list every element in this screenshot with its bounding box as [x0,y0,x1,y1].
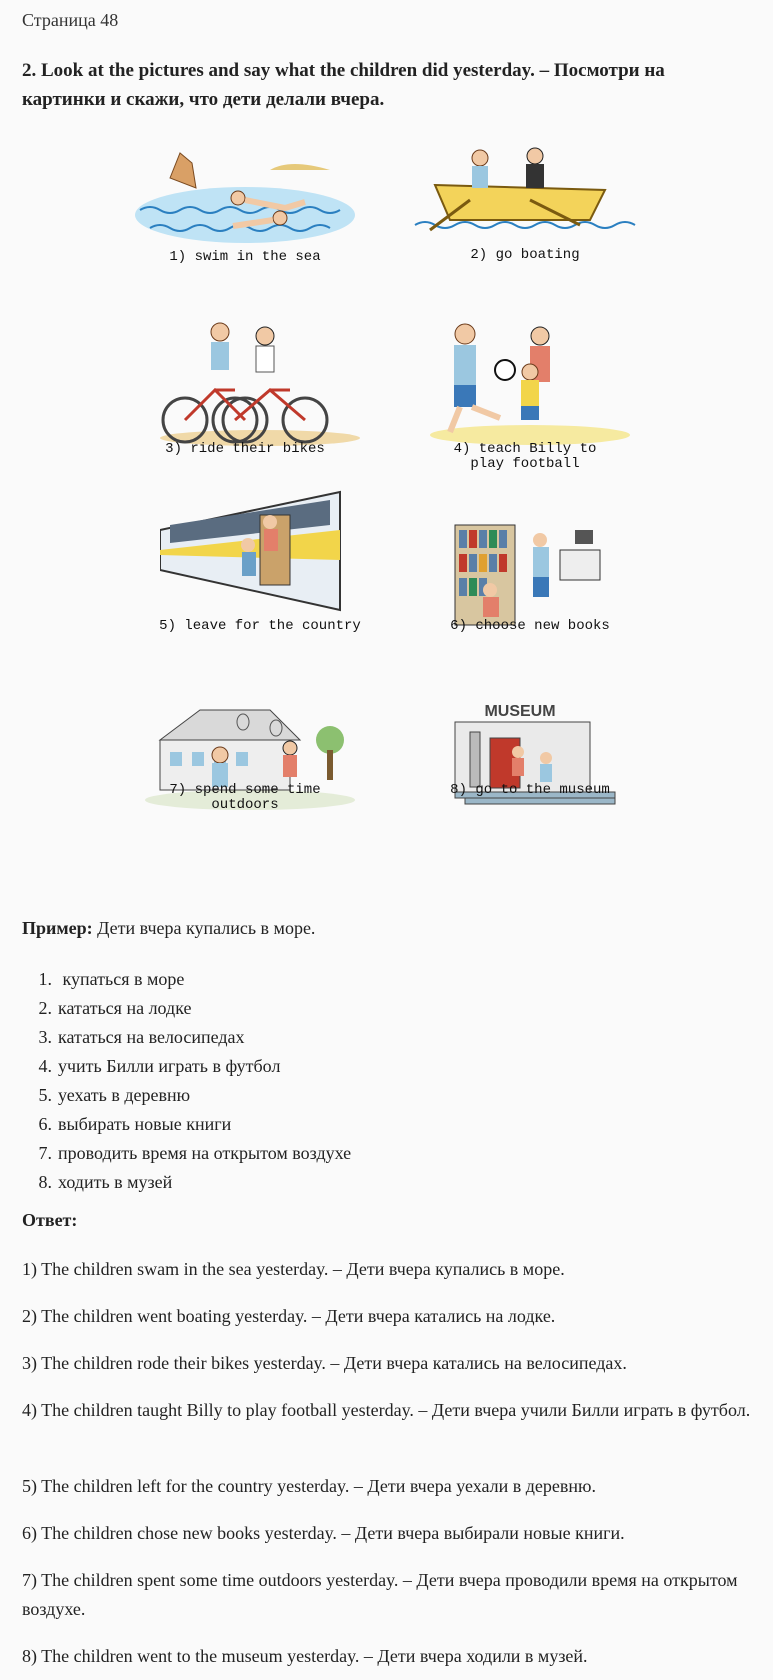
task-text: 2. Look at the pictures and say what the… [22,60,665,110]
answer-item: 4) The children taught Billy to play foo… [22,1400,751,1420]
answer-item: 7) The children spent some time outdoors… [22,1570,738,1619]
answer-item: 3) The children rode their bikes yesterd… [22,1353,627,1373]
boating-illustration [410,140,640,260]
example: Пример: Дети вчера купались в море. [22,918,315,939]
list-item: 3.кататься на велосипедах [38,1027,245,1047]
list-item: 2.кататься на лодке [38,998,192,1018]
answer-item: 1) The children swam in the sea yesterda… [22,1259,565,1279]
example-label: Пример: [22,918,93,938]
outdoors-illustration [140,700,360,810]
answer-item: 5) The children left for the country yes… [22,1476,596,1496]
answer-item: 2) The children went boating yesterday. … [22,1306,556,1326]
picture-caption: 3) ride their bikes [165,441,325,457]
list-item: 1. купаться в море [38,969,185,989]
picture-caption: 6) choose new books [450,618,610,634]
football-illustration [420,320,650,450]
list-item: 6.выбирать новые книги [38,1114,232,1134]
list-item: 4.учить Билли играть в футбол [38,1056,281,1076]
answer-item: 8) The children went to the museum yeste… [22,1646,588,1666]
picture-caption: 8) go to the museum [450,782,610,798]
library-illustration [450,520,610,630]
swimming-illustration [130,140,360,260]
example-text: Дети вчера купались в море. [92,918,316,938]
picture-grid: 1) swim in the sea 2) go boating [130,140,650,813]
list-item: 7.проводить время на открытом воздухе [38,1143,352,1163]
picture-caption: 2) go boating [470,247,580,263]
museum-sign: MUSEUM [484,703,555,720]
picture-caption: 4) teach Billy to play football [453,441,597,472]
page-label: Страница 48 [22,10,119,30]
answer-heading: Ответ: [22,1210,78,1230]
picture-caption: 7) spend some time outdoors [169,782,321,813]
answer-item: 6) The children chose new books yesterda… [22,1523,625,1543]
museum-illustration: MUSEUM [450,700,620,810]
list-item: 5.уехать в деревню [38,1085,191,1105]
list-item: 8.ходить в музей [38,1172,173,1192]
picture-caption: 1) swim in the sea [169,249,321,265]
picture-caption: 5) leave for the country [159,618,361,634]
phrase-list: 1. купаться в море 2.кататься на лодке 3… [22,965,352,1197]
train-illustration [160,490,360,620]
bikes-illustration [145,320,375,450]
